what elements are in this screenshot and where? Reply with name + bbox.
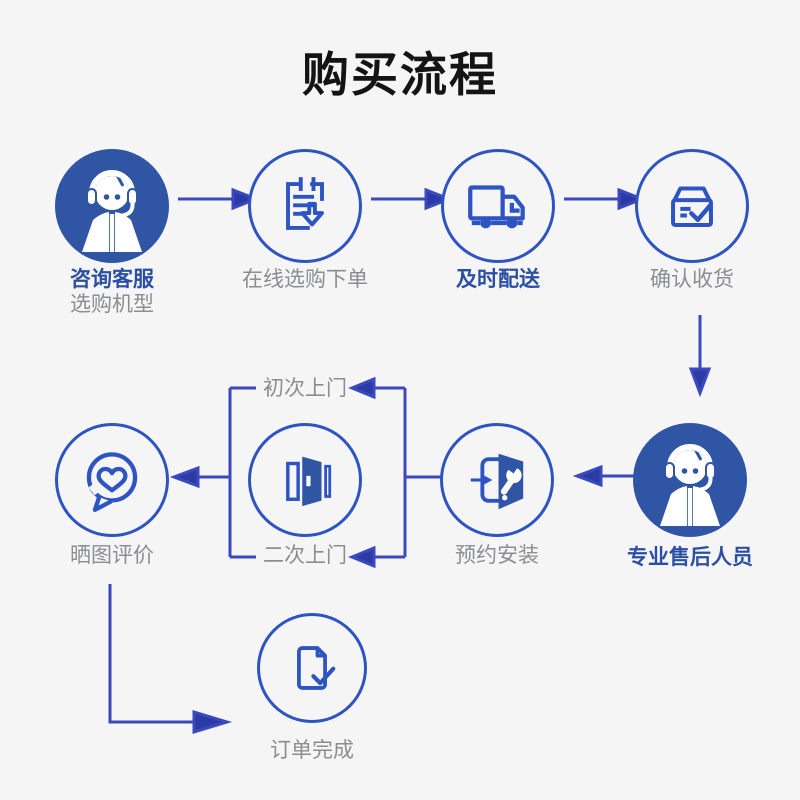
step-confirm-receipt-circle bbox=[635, 149, 749, 263]
step-online-order-label: 在线选购下单 bbox=[242, 268, 368, 291]
step-review-label: 晒图评价 bbox=[70, 544, 154, 567]
arrow-delivery-to-receipt bbox=[564, 187, 647, 211]
order-list-download-icon bbox=[286, 177, 324, 230]
heart-chat-bubble-icon bbox=[86, 452, 138, 513]
bracket-visits-to-review bbox=[169, 386, 256, 559]
arrow-consult-to-order bbox=[178, 187, 261, 211]
step-install-label: 预约安装 bbox=[455, 544, 539, 567]
arrow-receipt-to-aftersales bbox=[688, 315, 712, 398]
first-visit-label: 初次上门 bbox=[263, 377, 347, 400]
step-consult-label: 咨询客服 选购机型 bbox=[2, 267, 222, 317]
step-online-order-circle bbox=[248, 149, 362, 263]
step-delivery-label: 及时配送 bbox=[456, 268, 540, 291]
headset-agent-icon bbox=[82, 170, 142, 252]
delivery-truck-icon bbox=[468, 185, 525, 229]
step-consult-circle bbox=[55, 149, 169, 263]
step-delivery-circle bbox=[441, 149, 555, 263]
page-title: 购买流程 bbox=[302, 48, 498, 101]
step-aftersales-label: 专业售后人员 bbox=[627, 546, 753, 569]
step-aftersales-circle bbox=[633, 423, 747, 537]
step-install-circle bbox=[440, 423, 554, 537]
parcel-check-icon bbox=[671, 186, 713, 227]
document-check-icon bbox=[297, 646, 336, 690]
step-consult-label-sub: 选购机型 bbox=[70, 293, 154, 316]
step-confirm-receipt-label: 确认收货 bbox=[650, 268, 734, 291]
arrow-order-to-delivery bbox=[371, 187, 454, 211]
arrow-review-to-complete bbox=[108, 584, 233, 735]
door-wrench-icon bbox=[470, 453, 524, 510]
open-door-icon bbox=[286, 456, 332, 507]
second-visit-label: 二次上门 bbox=[263, 544, 347, 567]
step-complete-label: 订单完成 bbox=[270, 739, 354, 762]
step-review-circle bbox=[55, 423, 169, 537]
headset-agent-icon bbox=[660, 444, 720, 526]
step-consult-label-main: 咨询客服 bbox=[70, 268, 154, 291]
bracket-install-to-visits bbox=[348, 376, 441, 569]
step-complete-circle bbox=[257, 613, 367, 723]
step-visit-door-circle bbox=[248, 423, 362, 537]
